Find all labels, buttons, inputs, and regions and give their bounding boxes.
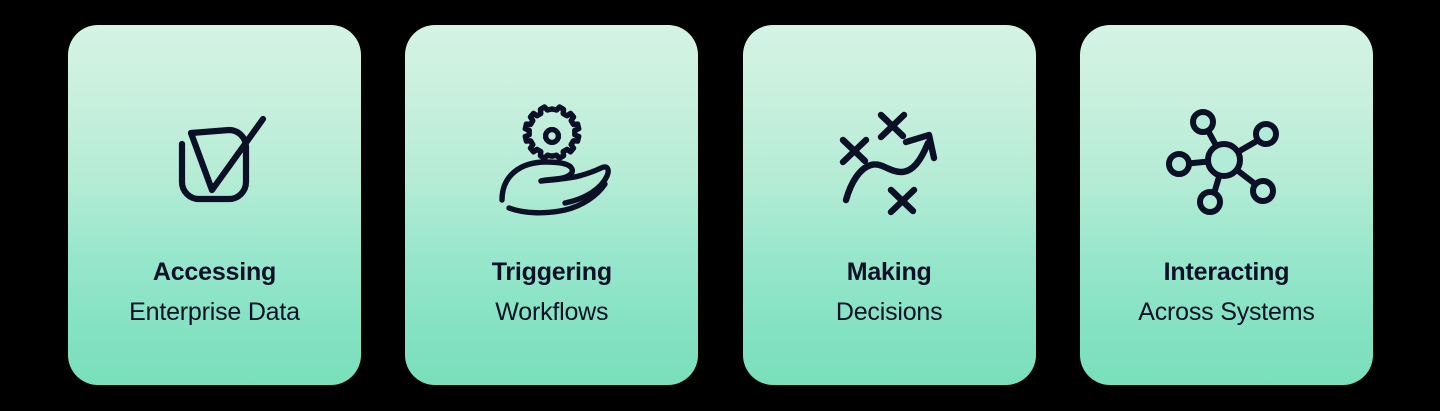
capability-card-interacting-across-systems[interactable]: Interacting Across Systems <box>1079 25 1373 385</box>
capability-card-making-decisions[interactable]: Making Decisions <box>742 25 1036 385</box>
gear-in-hand-icon <box>405 95 698 225</box>
card-label-block: Triggering Workflows <box>405 257 698 329</box>
network-hub-icon <box>1080 95 1373 225</box>
card-subtitle: Across Systems <box>1138 298 1315 326</box>
card-title: Triggering <box>491 258 612 286</box>
checkbox-check-icon <box>68 95 361 225</box>
card-title: Interacting <box>1163 258 1290 286</box>
card-title: Making <box>846 258 932 286</box>
card-title: Accessing <box>152 258 277 286</box>
card-label-block: Making Decisions <box>743 257 1036 329</box>
card-subtitle: Decisions <box>835 298 943 326</box>
capability-card-row: Accessing Enterprise Data <box>68 25 1373 385</box>
card-label-block: Accessing Enterprise Data <box>68 257 361 329</box>
capability-card-triggering-workflows[interactable]: Triggering Workflows <box>405 25 699 385</box>
strategy-arrow-icon <box>743 95 1036 225</box>
card-subtitle: Workflows <box>495 298 609 326</box>
card-label-block: Interacting Across Systems <box>1080 257 1373 329</box>
card-subtitle: Enterprise Data <box>129 298 300 326</box>
capability-card-accessing-enterprise-data[interactable]: Accessing Enterprise Data <box>68 25 361 385</box>
